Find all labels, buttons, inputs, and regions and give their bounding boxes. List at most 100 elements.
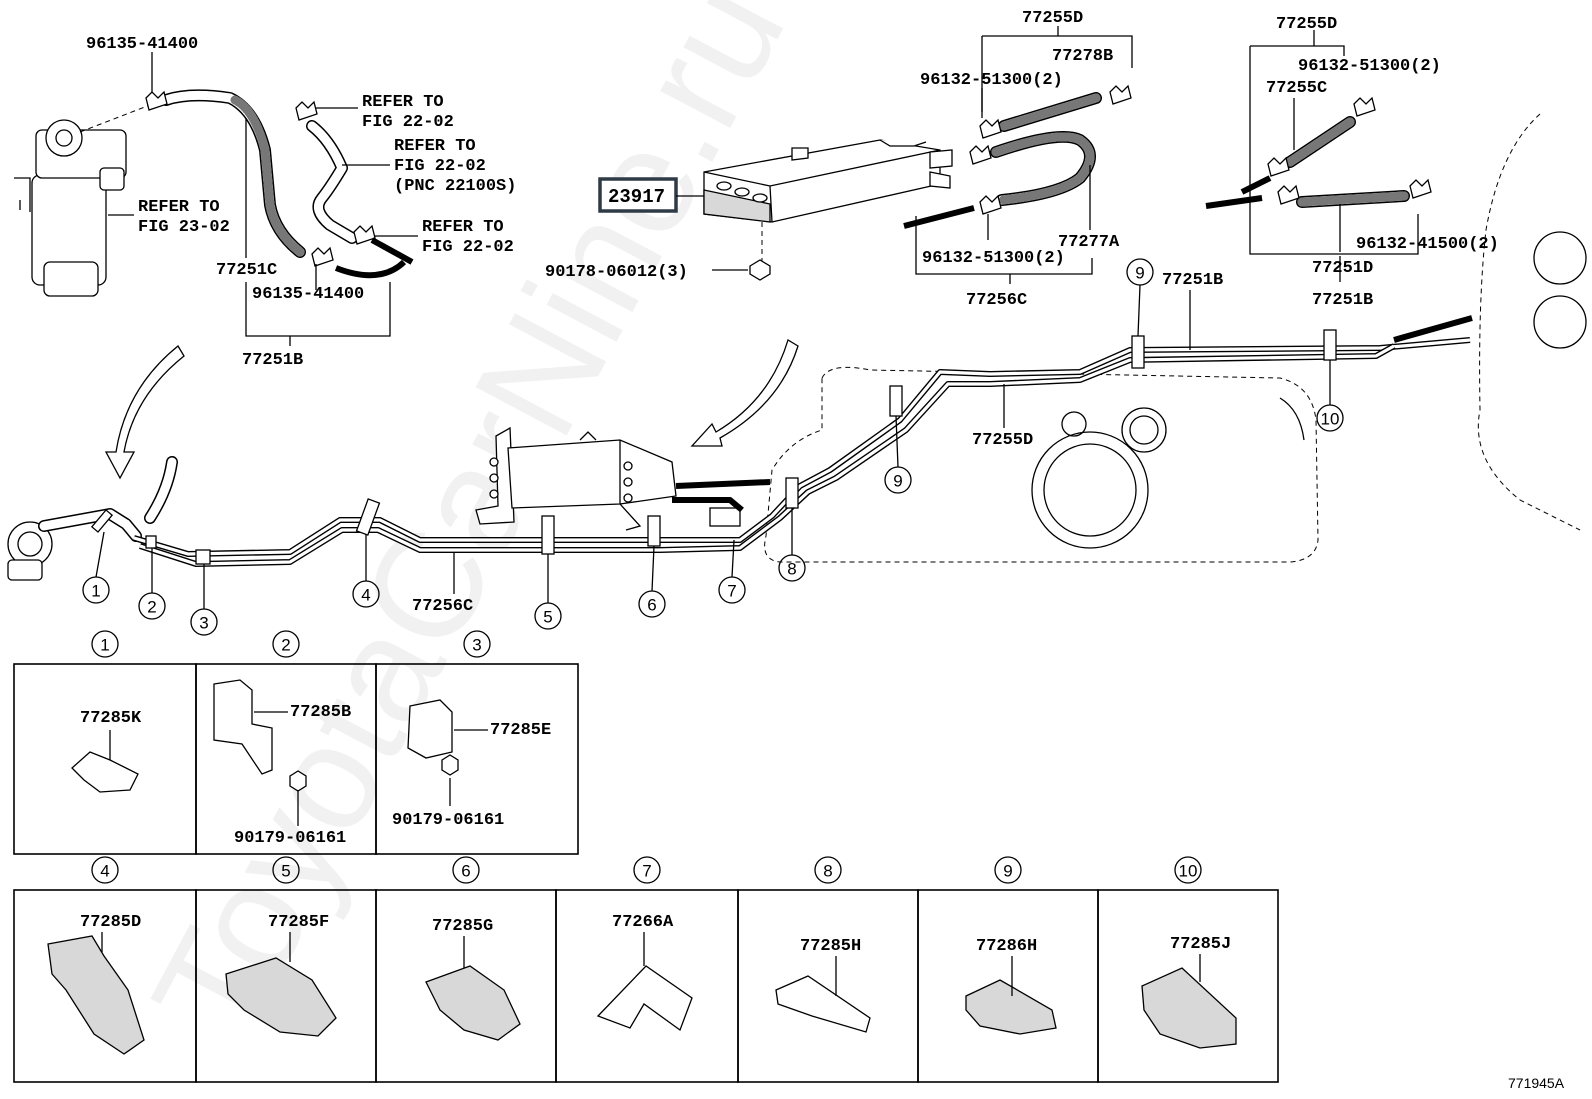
clamp-marker-4[interactable] — [355, 498, 381, 536]
label-23917: 23917 — [608, 186, 665, 208]
callout-6[interactable]: 6 — [638, 590, 666, 618]
hose-clip-right-low[interactable] — [1277, 184, 1300, 205]
pipe-stub-refer — [370, 237, 414, 265]
callout-number: 4 — [361, 586, 370, 605]
callout-9-b[interactable]: 9 — [1126, 258, 1154, 286]
clamp-marker-9a[interactable] — [889, 385, 903, 417]
callout-4[interactable]: 4 — [352, 580, 380, 608]
callout-7[interactable]: 7 — [718, 576, 746, 604]
clamp-marker-10[interactable] — [1323, 329, 1337, 361]
callout-5[interactable]: 5 — [534, 602, 562, 630]
callout-8[interactable]: 8 — [778, 554, 806, 582]
fuel-pump-front[interactable] — [7, 456, 178, 581]
callout-9[interactable]: 9 — [884, 466, 912, 494]
detail-callout-8[interactable]: 8 — [814, 856, 842, 884]
callout-1[interactable]: 1 — [82, 576, 110, 604]
body-outline-right — [1477, 113, 1581, 531]
hose-clip-canister-top[interactable] — [979, 118, 1002, 139]
detail-box-3[interactable]: 3 — [375, 630, 579, 855]
hose-clip-top-left[interactable] — [145, 90, 168, 111]
clamp-77286h-sketch — [965, 979, 1057, 1035]
hose-clip-77278b-end[interactable] — [1109, 84, 1132, 105]
clamp-marker-8[interactable] — [785, 477, 799, 509]
vent-hose-77251d[interactable] — [1296, 190, 1410, 208]
callout-3[interactable]: 3 — [190, 608, 218, 636]
detail-callout-9[interactable]: 9 — [994, 856, 1022, 884]
label-96132-51300-top: 96132-51300(2) — [920, 71, 1063, 90]
label-refer-a-line2: FIG 22-02 — [362, 113, 454, 132]
pipe-stub-right-a — [1205, 195, 1263, 209]
clamp-77285f-sketch — [225, 957, 337, 1037]
hose-clip-mid-left[interactable] — [311, 246, 334, 267]
part-highlight-23917[interactable]: 23917 — [598, 177, 678, 213]
bracket-77285e-sketch — [407, 699, 453, 759]
detail-callout-7[interactable]: 7 — [633, 856, 661, 884]
detail-callout-5[interactable]: 5 — [272, 856, 300, 884]
hose-clip-upper-refer[interactable] — [295, 100, 318, 121]
vent-hose-77255c[interactable] — [1284, 116, 1356, 168]
detail-callout-2[interactable]: 2 — [272, 630, 300, 658]
callout-leader — [1137, 284, 1141, 337]
callout-10[interactable]: 10 — [1316, 404, 1344, 432]
charcoal-canister-23917[interactable] — [703, 139, 953, 223]
detail-callout-1[interactable]: 1 — [91, 630, 119, 658]
clamp-marker-6[interactable] — [647, 515, 661, 547]
clamp-marker-5[interactable] — [541, 515, 555, 555]
main-fuel-pipe-77255d[interactable] — [139, 343, 1396, 567]
detail-part-label: 77285G — [432, 917, 493, 936]
nut-90178[interactable] — [749, 259, 771, 281]
callout-number: 9 — [893, 472, 902, 491]
vent-hose-77277a[interactable] — [990, 130, 1096, 206]
body-hole-upper — [1533, 231, 1587, 285]
clamp-marker-1[interactable] — [90, 509, 114, 533]
callout-2[interactable]: 2 — [138, 592, 166, 620]
clamp-marker-3[interactable] — [195, 549, 211, 565]
label-96135-41400-bottom: 96135-41400 — [252, 285, 364, 304]
hose-clip-right-mid[interactable] — [1267, 156, 1290, 177]
detail-part-label: 77285D — [80, 913, 141, 932]
callout-number: 6 — [647, 596, 656, 615]
clamp-marker-9b[interactable] — [1131, 335, 1145, 369]
callout-number: 10 — [1321, 410, 1340, 429]
canister-bracket-chassis[interactable] — [475, 426, 771, 531]
detail-callout-3[interactable]: 3 — [463, 630, 491, 658]
hose-clip-canister-mid[interactable] — [969, 144, 992, 165]
leader-box3 — [449, 729, 488, 806]
label-77251c: 77251C — [216, 261, 277, 280]
detail-box-1[interactable]: 1 — [13, 630, 197, 855]
clamp-77285j-sketch — [1141, 967, 1237, 1049]
detail-part-label: 77285J — [1170, 935, 1231, 954]
fuel-filter-assembly[interactable] — [14, 104, 151, 297]
hose-clip-right-end[interactable] — [1409, 178, 1432, 199]
main-fuel-pipe-77256c[interactable] — [133, 337, 1471, 557]
detail-box-8[interactable]: 8 — [737, 856, 919, 1083]
detail-callout-6[interactable]: 6 — [452, 856, 480, 884]
detail-callout-10[interactable]: 10 — [1174, 856, 1202, 884]
label-77277a: 77277A — [1058, 233, 1120, 252]
hose-clip-canister-low[interactable] — [979, 194, 1002, 215]
vent-hose-77278b[interactable] — [998, 92, 1102, 132]
hose-clip-lower-refer[interactable] — [353, 224, 376, 245]
label-77251b-left: 77251B — [242, 351, 303, 370]
detail-part-label: 90179-06161 — [234, 829, 346, 848]
callout-number: 5 — [543, 608, 552, 627]
detail-box-10[interactable]: 10 — [1097, 856, 1279, 1083]
label-77255d-right: 77255D — [1276, 15, 1337, 34]
fuel-hose-77251c[interactable] — [160, 89, 306, 258]
detail-part-label: 77285E — [490, 721, 551, 740]
label-96132-51300-bottom: 96132-51300(2) — [922, 249, 1065, 268]
arrow-center-icon — [690, 339, 799, 447]
hose-clip-right-top[interactable] — [1353, 96, 1376, 117]
label-77278b: 77278B — [1052, 47, 1113, 66]
return-hose[interactable] — [306, 120, 358, 244]
main-callouts: 123 4 5 6 7 8 9 9 10 — [82, 258, 1344, 636]
label-96135-41400-top: 96135-41400 — [86, 35, 198, 54]
detail-box-9[interactable]: 9 — [917, 856, 1099, 1083]
filler-vent-tube — [1393, 315, 1473, 343]
label-77251d: 77251D — [1312, 259, 1373, 278]
detail-callout-4[interactable]: 4 — [91, 856, 119, 884]
clamp-marker-2[interactable] — [145, 535, 157, 549]
callout-number: 2 — [281, 636, 290, 655]
detail-part-label: 77286H — [976, 937, 1037, 956]
